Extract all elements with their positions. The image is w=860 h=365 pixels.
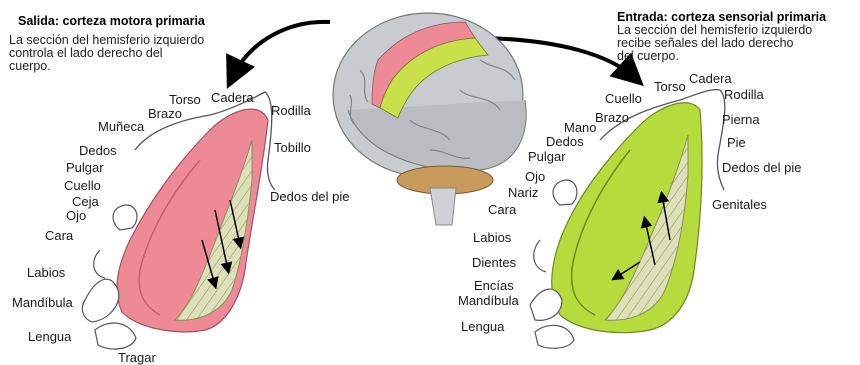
- brain-illustration: [333, 13, 526, 225]
- sensory-label-labios: Labios: [473, 231, 511, 245]
- sensory-label-cara: Cara: [488, 203, 516, 217]
- motor-label-pulgar: Pulgar: [66, 161, 104, 175]
- sensory-label-nariz: Nariz: [508, 186, 538, 200]
- motor-description: La sección del hemisferio izquierdo cont…: [9, 34, 204, 73]
- motor-label-cuello: Cuello: [64, 179, 101, 193]
- sensory-label-torso: Torso: [654, 80, 686, 94]
- motor-label-ojo: Ojo: [66, 209, 86, 223]
- motor-label-brazo: Brazo: [148, 107, 182, 121]
- sensory-label-cuello: Cuello: [605, 92, 642, 106]
- left-output-arrow: [232, 22, 330, 78]
- motor-label-muneca: Muñeca: [98, 120, 144, 134]
- sensory-label-lengua: Lengua: [461, 320, 504, 334]
- sensory-label-encias: Encías: [474, 279, 514, 293]
- motor-label-cara: Cara: [45, 229, 73, 243]
- motor-label-tobillo: Tobillo: [274, 141, 311, 155]
- sensory-label-pulgar: Pulgar: [528, 150, 566, 164]
- motor-label-rodilla: Rodilla: [271, 104, 311, 118]
- sensory-label-ojo: Ojo: [525, 170, 545, 184]
- sensory-label-pierna: Pierna: [722, 113, 760, 127]
- motor-label-ceja: Ceja: [72, 195, 99, 209]
- sensory-cortex-section: [530, 90, 725, 349]
- sensory-label-dedos-pie: Dedos del pie: [722, 161, 802, 175]
- sensory-label-pie: Pie: [727, 136, 746, 150]
- motor-title: Salida: corteza motora primaria: [18, 14, 205, 28]
- motor-label-mandibula: Mandíbula: [12, 296, 73, 310]
- sensory-label-dedos: Dedos: [546, 135, 584, 149]
- sensory-label-mandibula: Mandíbula: [458, 294, 519, 308]
- motor-label-lengua: Lengua: [28, 330, 71, 344]
- sensory-label-rodilla: Rodilla: [724, 88, 764, 102]
- motor-label-dedos: Dedos: [79, 144, 117, 158]
- motor-label-torso: Torso: [169, 93, 201, 107]
- sensory-label-genitales: Genitales: [712, 198, 767, 212]
- sensory-title: Entrada: corteza sensorial primaria: [617, 10, 826, 24]
- sensory-description: La sección del hemisferio izquierdo reci…: [617, 24, 812, 63]
- motor-label-cadera: Cadera: [211, 91, 254, 105]
- motor-label-dedos-pie: Dedos del pie: [270, 190, 350, 204]
- motor-label-labios: Labios: [27, 266, 65, 280]
- motor-label-tragar: Tragar: [118, 351, 156, 365]
- sensory-label-mano: Mano: [564, 121, 597, 135]
- sensory-label-dientes: Dientes: [472, 256, 516, 270]
- sensory-label-brazo: Brazo: [595, 111, 629, 125]
- sensory-label-cadera: Cadera: [689, 72, 732, 86]
